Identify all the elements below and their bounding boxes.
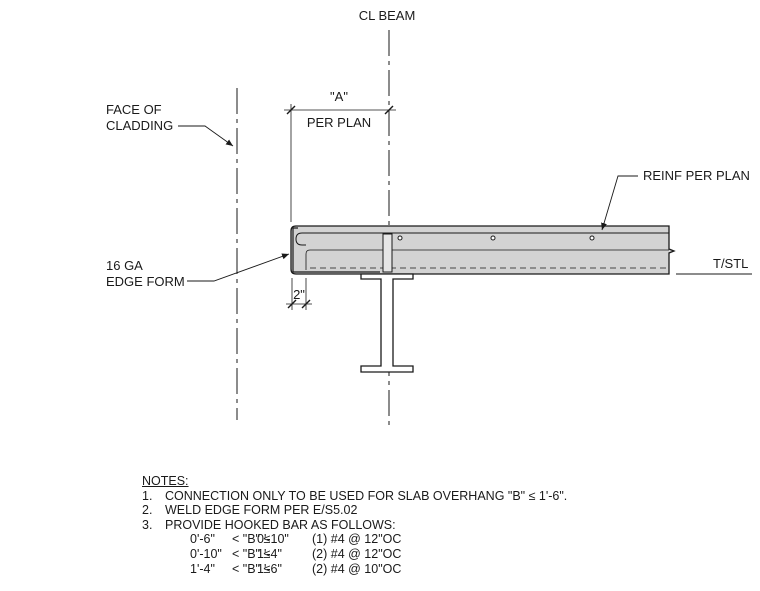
- t-stl-label: T/STL: [713, 256, 748, 271]
- face-of-cladding-label-2: CLADDING: [106, 118, 173, 133]
- range-low: 0'-6": [190, 532, 215, 547]
- range-high: 1'-4": [257, 546, 282, 561]
- note-item: 3. PROVIDE HOOKED BAR AS FOLLOWS:: [142, 518, 567, 533]
- dim-2in-label: 2": [293, 287, 305, 302]
- note-number: 2.: [142, 503, 153, 518]
- bar-spec: (1) #4 @ 12"OC: [312, 532, 402, 547]
- range-high: 1'-6": [257, 561, 282, 576]
- note-text: WELD EDGE FORM PER E/S5.02: [165, 503, 358, 518]
- range-low: 0'-10": [190, 546, 222, 561]
- per-plan-label: PER PLAN: [307, 115, 371, 130]
- bar-spec: (2) #4 @ 12"OC: [312, 546, 402, 561]
- note-item: 1. CONNECTION ONLY TO BE USED FOR SLAB O…: [142, 489, 567, 504]
- range-high: 0'-10": [257, 532, 289, 547]
- reinf-leader: [601, 175, 638, 231]
- dim-a-label: "A": [330, 89, 348, 104]
- hooked-bar-row: 1'-4" < "B" ≤ 1'-6" (2) #4 @ 10"OC: [142, 562, 567, 577]
- range-condition: < "B" ≤: [232, 561, 271, 576]
- hooked-bar-row: 0'-6" < "B" ≤ 0'-10" (1) #4 @ 12"OC: [142, 532, 567, 547]
- dimension-2in: [286, 278, 312, 310]
- note-number: 3.: [142, 517, 153, 532]
- cl-beam-label: CL BEAM: [359, 8, 416, 23]
- rebar-dot: [490, 235, 496, 241]
- face-of-cladding-label-1: FACE OF: [106, 102, 162, 117]
- rebar-dot: [589, 235, 595, 241]
- edge-form-leader: [187, 253, 290, 282]
- note-number: 1.: [142, 488, 153, 503]
- concrete-slab: [290, 225, 676, 275]
- steel-beam: [360, 273, 414, 373]
- reinf-per-plan-label: REINF PER PLAN: [643, 168, 750, 183]
- note-text: CONNECTION ONLY TO BE USED FOR SLAB OVER…: [165, 488, 568, 503]
- edge-form-label-1: 16 GA: [106, 258, 143, 273]
- notes-block: NOTES: 1. CONNECTION ONLY TO BE USED FOR…: [142, 474, 567, 576]
- rebar-dot: [397, 235, 403, 241]
- shear-stud: [382, 233, 393, 273]
- notes-title: NOTES:: [142, 474, 189, 488]
- dimension-a: [284, 104, 396, 222]
- note-text: PROVIDE HOOKED BAR AS FOLLOWS:: [165, 517, 396, 532]
- face-of-cladding-leader: [178, 125, 234, 147]
- hooked-bar-row: 0'-10" < "B" ≤ 1'-4" (2) #4 @ 12"OC: [142, 547, 567, 562]
- bar-spec: (2) #4 @ 10"OC: [312, 561, 402, 576]
- range-condition: < "B" ≤: [232, 546, 271, 561]
- range-condition: < "B" ≤: [232, 532, 271, 547]
- edge-form-label-2: EDGE FORM: [106, 274, 185, 289]
- range-low: 1'-4": [190, 561, 215, 576]
- note-item: 2. WELD EDGE FORM PER E/S5.02: [142, 503, 567, 518]
